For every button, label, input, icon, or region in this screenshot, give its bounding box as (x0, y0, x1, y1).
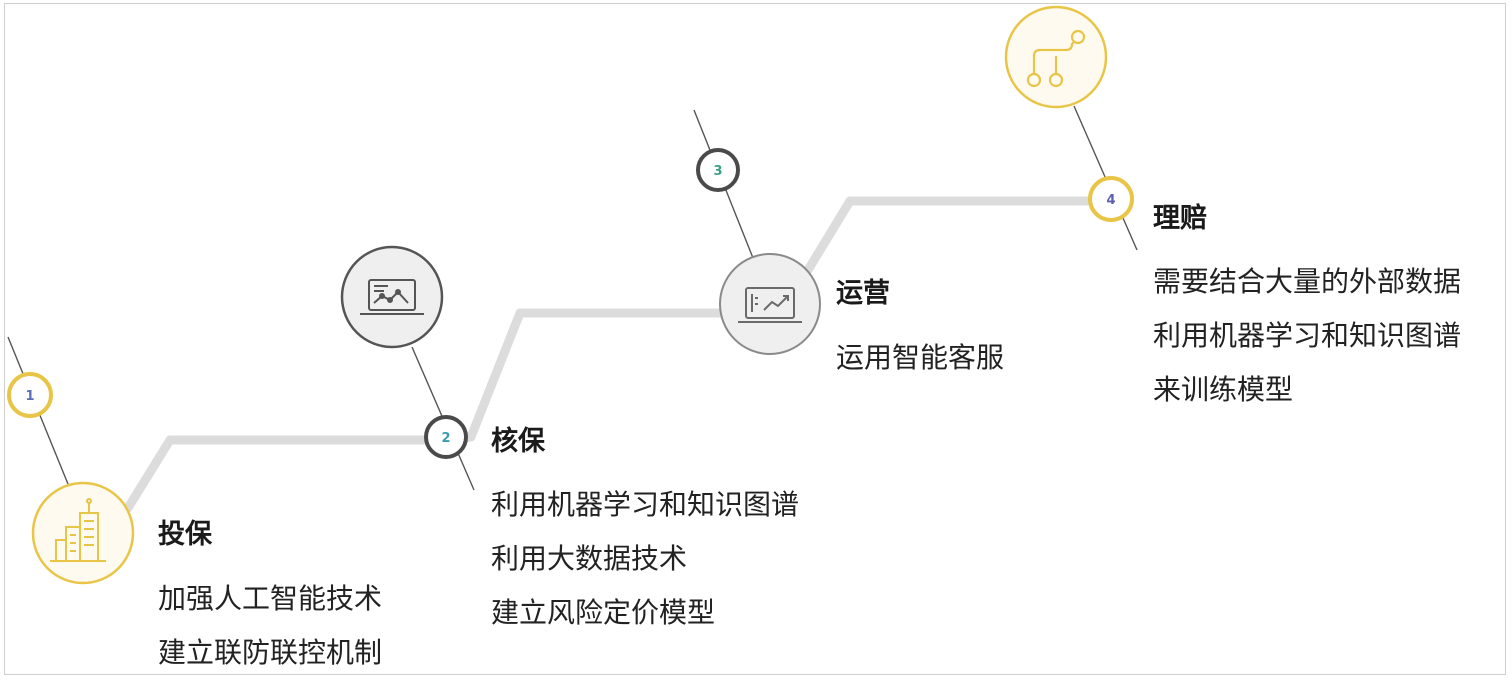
flow-branch-icon (1004, 5, 1108, 109)
stage-2-item: 建立风险定价模型 (491, 596, 716, 629)
stage-4-item: 来训练模型 (1153, 373, 1294, 406)
stage-3-description: 运用智能客服 (836, 341, 1004, 395)
stage-2-description: 利用机器学习和知识图谱 利用大数据技术 建立风险定价模型 (491, 488, 799, 650)
step-number-2: 2 (441, 431, 450, 446)
stage-3-item: 运用智能客服 (836, 341, 1005, 374)
stage-2-item: 利用机器学习和知识图谱 (491, 488, 800, 521)
stage-1-description: 加强人工智能技术 建立联防联控机制 (158, 582, 382, 690)
buildings-icon (31, 481, 135, 585)
step-badge-3: 3 (696, 148, 740, 192)
stage-4-title: 理赔 (1153, 203, 1207, 234)
step-badge-1: 1 (7, 372, 53, 418)
stage-1-item: 加强人工智能技术 (158, 582, 383, 615)
timeline-path (123, 196, 1097, 513)
step-badge-4: 4 (1088, 176, 1134, 222)
stage-3-title: 运营 (836, 278, 890, 309)
stage-2-item: 利用大数据技术 (491, 542, 688, 575)
step-number-3: 3 (713, 164, 722, 179)
laptop-trend-icon (719, 253, 821, 355)
stage-1-title: 投保 (158, 519, 212, 550)
stage-4-description: 需要结合大量的外部数据 利用机器学习和知识图谱 来训练模型 (1153, 265, 1461, 427)
stage-2-title: 核保 (491, 426, 545, 457)
step-number-4: 4 (1106, 193, 1115, 208)
step-number-1: 1 (25, 389, 34, 404)
stage-1-item: 建立联防联控机制 (158, 636, 383, 669)
stage-4-item: 利用机器学习和知识图谱 (1153, 319, 1462, 352)
stage-4-item: 需要结合大量的外部数据 (1153, 265, 1462, 298)
diagram-frame (4, 3, 1506, 675)
step-badge-2: 2 (424, 415, 468, 459)
laptop-chart-icon (340, 245, 444, 349)
